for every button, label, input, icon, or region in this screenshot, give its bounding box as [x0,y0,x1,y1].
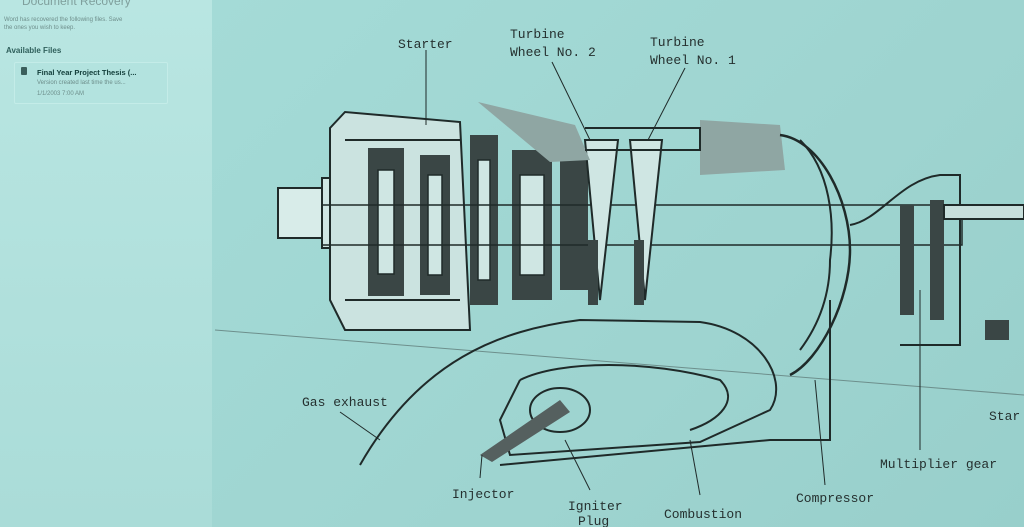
label-combustion: Combustion [664,507,742,522]
file-timestamp: 1/1/2003 7:00 AM [37,91,85,97]
file-name: Final Year Project Thesis (... [37,68,137,77]
label-turbine2-line2: Wheel No. 2 [510,45,596,60]
label-turbine1-line1: Turbine [650,35,705,50]
file-description: Version created last time the us... [37,80,126,86]
turbine-cross-section-diagram: Starter Turbine Wheel No. 2 Turbine Whee… [214,27,1024,527]
label-turbine2-line1: Turbine [510,27,565,42]
label-igniter-line2: Plug [578,514,609,527]
word-document-icon [21,67,27,75]
label-starter-right: Star [989,409,1020,424]
recovery-message-line2: the ones you wish to keep. [4,25,76,31]
document-recovery-pane: Document Recovery Word has recovered the… [0,0,213,527]
recovery-message: Word has recovered the following files. … [4,16,174,32]
pane-title: Document Recovery [22,0,131,8]
label-compressor: Compressor [796,491,874,506]
recovered-file-item[interactable]: Final Year Project Thesis (... Version c… [14,62,168,104]
label-gas-exhaust: Gas exhaust [302,395,388,410]
document-page: Starter Turbine Wheel No. 2 Turbine Whee… [212,0,1024,527]
label-multiplier-gear: Multiplier gear [880,457,997,472]
label-starter: Starter [398,37,453,52]
label-injector: Injector [452,487,514,502]
available-files-heading: Available Files [6,46,62,55]
label-turbine1-line2: Wheel No. 1 [650,53,736,68]
recovery-message-line1: Word has recovered the following files. … [4,17,123,23]
label-igniter-line1: Igniter [568,499,623,514]
